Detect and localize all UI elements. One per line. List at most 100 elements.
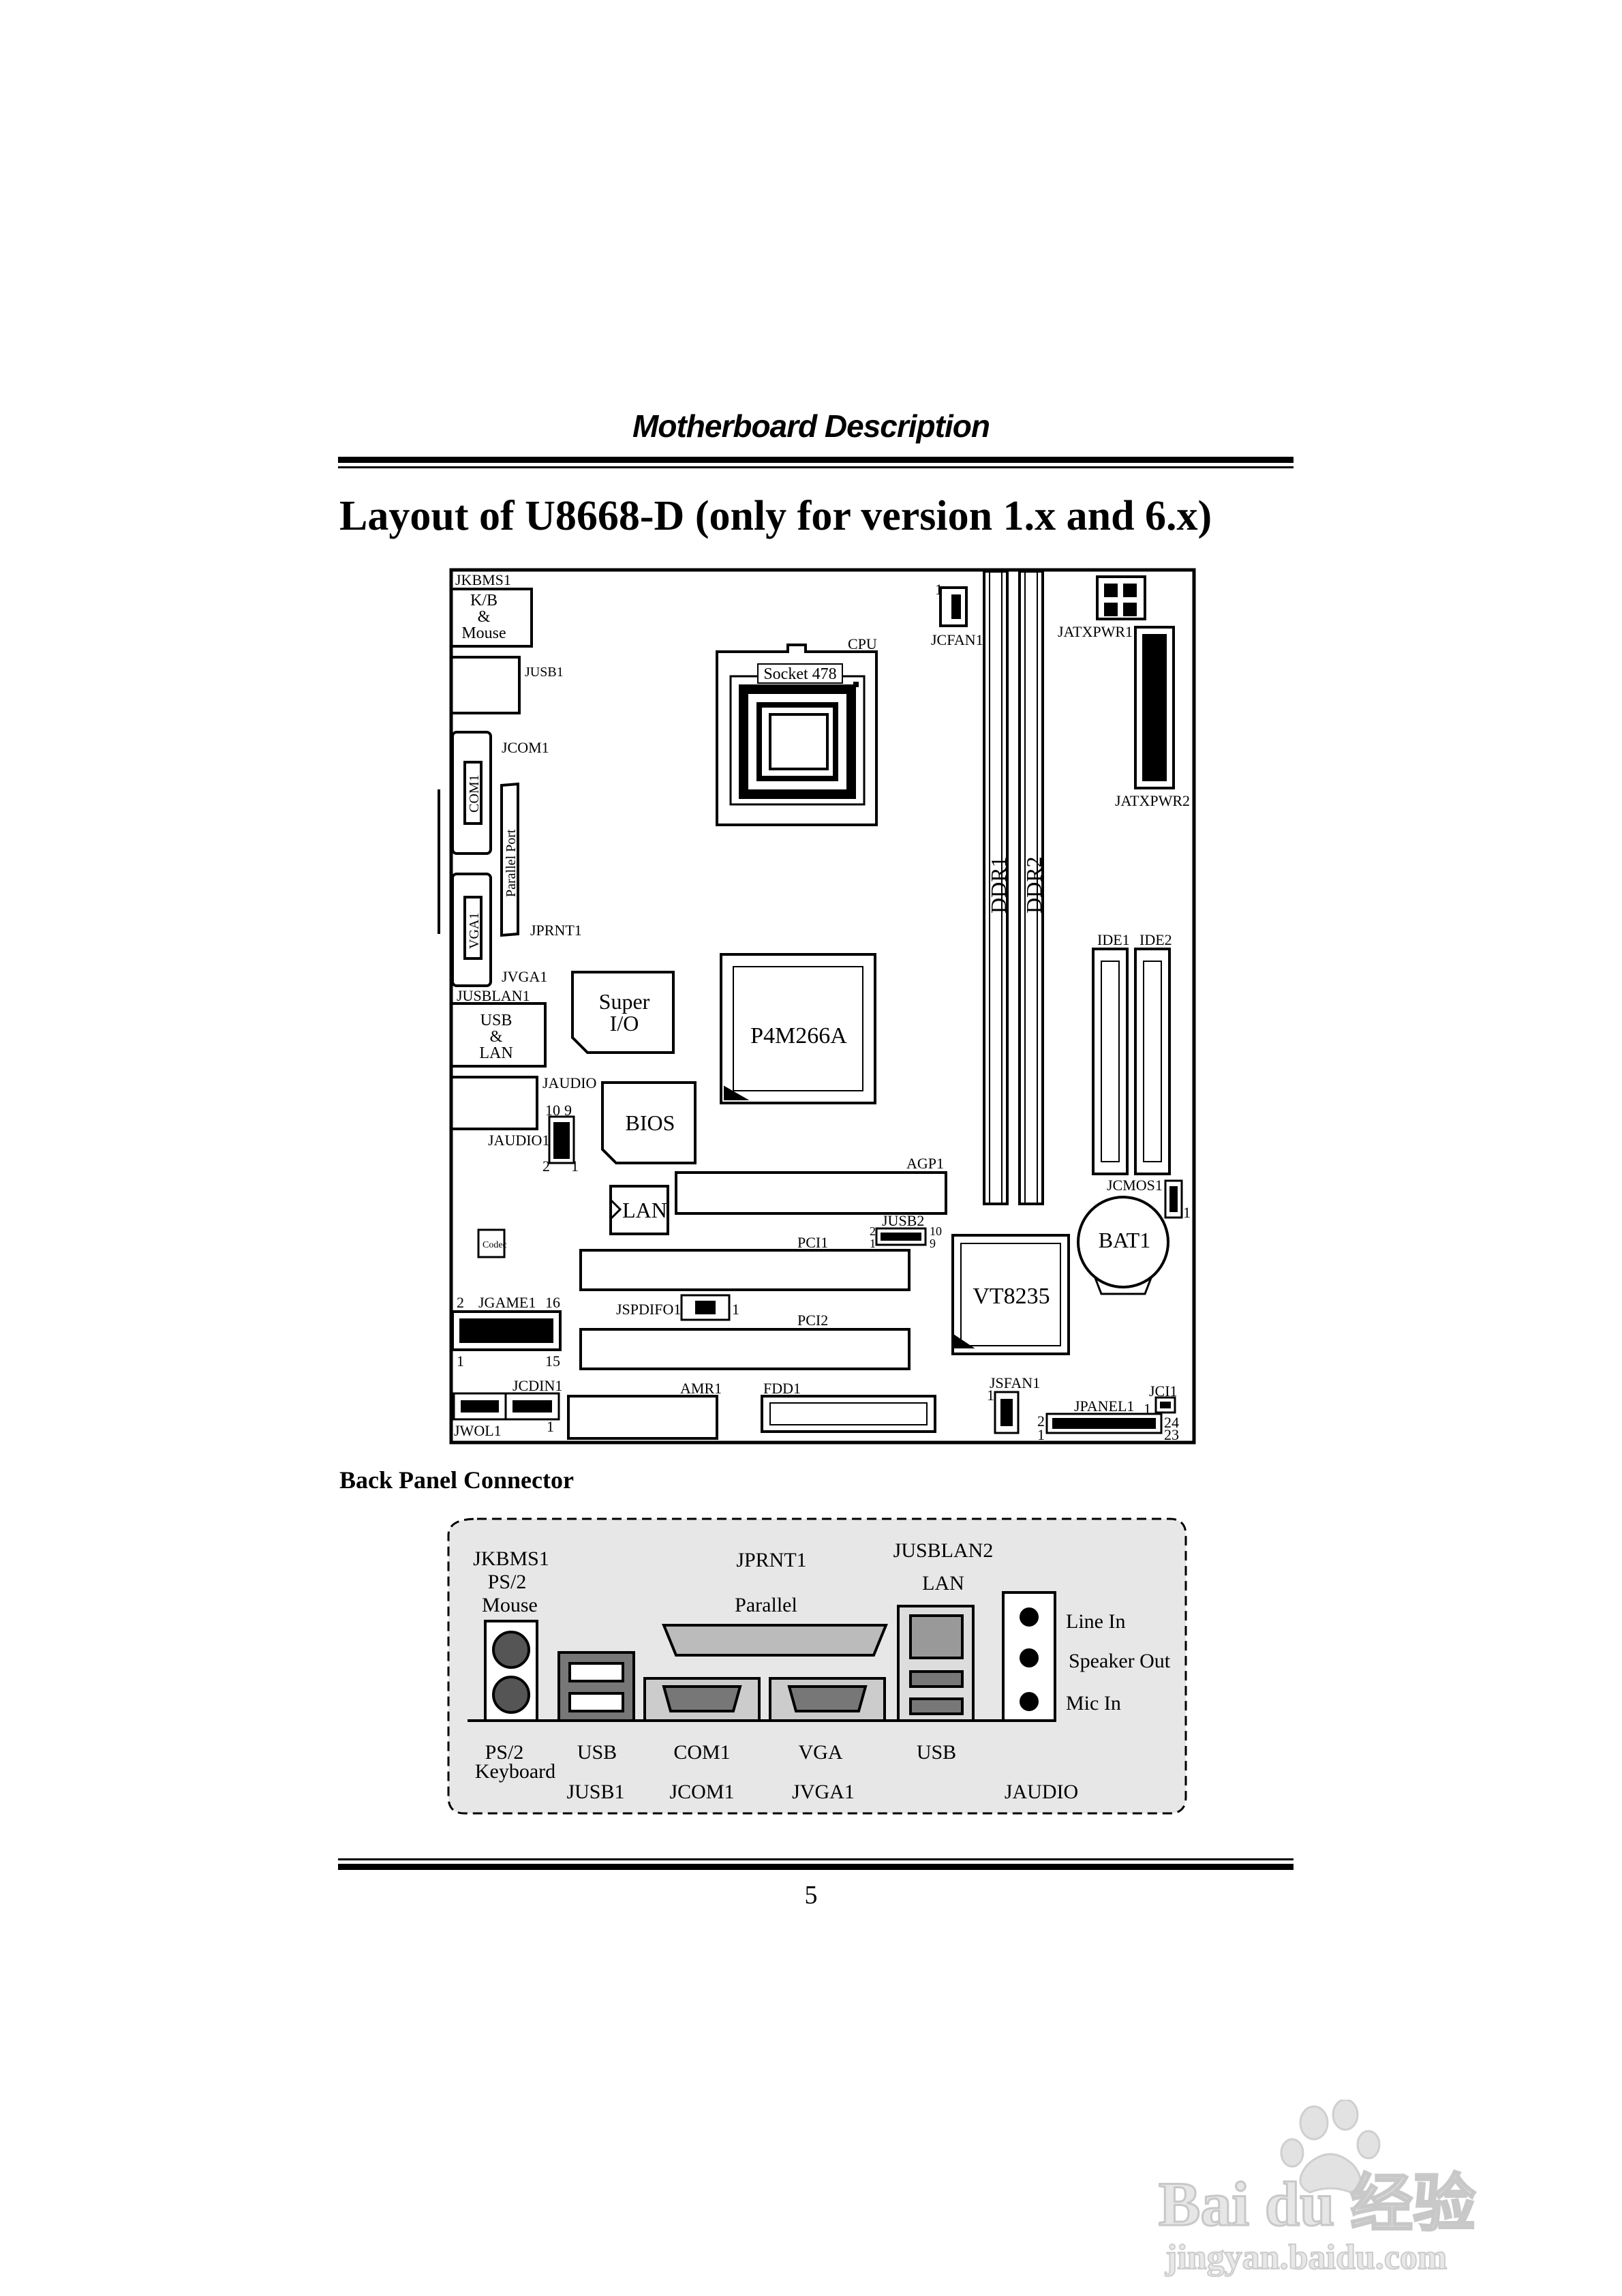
bp-jvga1-label: JVGA1	[792, 1781, 855, 1803]
ddr1-label: DDR1	[986, 856, 1011, 913]
jsfan1-header	[994, 1391, 1020, 1434]
parallel-port	[500, 782, 519, 937]
pci1-label: PCI1	[797, 1234, 828, 1251]
amr1-label: AMR1	[680, 1380, 722, 1397]
jpanel1-label: JPANEL1	[1074, 1398, 1134, 1415]
svg-text:15: 15	[545, 1353, 560, 1370]
jvga1-label: JVGA1	[502, 968, 547, 985]
amr1-slot	[567, 1395, 718, 1440]
bp-com1-label: COM1	[673, 1741, 730, 1764]
ide1-label: IDE1	[1097, 931, 1130, 948]
footer-rule-thin	[338, 1858, 1294, 1860]
vga1-port-inner	[463, 896, 483, 960]
speaker-out-jack	[1020, 1648, 1039, 1667]
com1-port	[451, 731, 492, 855]
back-panel-title: Back Panel Connector	[339, 1466, 574, 1494]
svg-text:23: 23	[1164, 1426, 1179, 1443]
com1-label: COM1	[467, 774, 482, 813]
jci1-header	[1154, 1396, 1176, 1414]
fdd1-label: FDD1	[763, 1380, 801, 1397]
usb-lan-block	[450, 1002, 547, 1068]
svg-text:1: 1	[571, 1158, 579, 1175]
socket-label: Socket 478	[763, 665, 836, 683]
vt8235-chip	[951, 1234, 1070, 1355]
svg-text:24: 24	[1164, 1414, 1179, 1431]
bp-speaker-out-label: Speaker Out	[1069, 1650, 1171, 1672]
p4m266a-label: P4M266A	[750, 1023, 847, 1048]
p4m266a-chip	[720, 953, 876, 1104]
svg-text:9: 9	[930, 1237, 936, 1250]
pci2-slot	[579, 1328, 911, 1370]
bios-label: BIOS	[626, 1111, 675, 1135]
header-title: Motherboard Description	[632, 408, 990, 444]
cpu-pins	[739, 684, 856, 799]
jwol1-label: JWOL1	[454, 1422, 502, 1439]
bios-chip	[601, 1081, 697, 1164]
vt8235-label: VT8235	[973, 1284, 1050, 1309]
svg-text:&: &	[478, 608, 491, 626]
page-number: 5	[804, 1881, 818, 1909]
svg-text:&: &	[490, 1028, 503, 1046]
cpu-die	[769, 713, 829, 770]
jatxpwr2-label: JATXPWR2	[1115, 792, 1190, 809]
svg-text:jingyan.baidu.com: jingyan.baidu.com	[1165, 2238, 1447, 2277]
jkbms1-label: JKBMS1	[455, 571, 511, 588]
jgame1-label: JGAME1	[478, 1294, 536, 1311]
bp-vga-label: VGA	[799, 1741, 843, 1764]
jcdin1-header	[504, 1392, 560, 1421]
super-io-label: Super	[599, 989, 650, 1014]
svg-text:USB: USB	[480, 1012, 512, 1029]
super-io-chip	[571, 971, 675, 1054]
header-rule-thin	[338, 466, 1294, 468]
header-rule-thick	[338, 457, 1294, 463]
bp-parallel-label: Parallel	[735, 1594, 797, 1616]
jgame1-header	[451, 1310, 562, 1351]
bp-jaudio-label: JAUDIO	[1005, 1781, 1078, 1803]
svg-text:1: 1	[870, 1237, 876, 1250]
svg-text:1: 1	[1183, 1204, 1191, 1221]
jatxpwr1-label: JATXPWR1	[1058, 623, 1133, 640]
baidu-watermark: Bai du 经验 jingyan.baidu.com	[1152, 2098, 1533, 2278]
lan-chip-label: LAN	[622, 1198, 667, 1222]
jcfan1-label: JCFAN1	[931, 631, 983, 648]
bp-jcom1-label: JCOM1	[669, 1781, 734, 1803]
svg-text:2: 2	[1037, 1413, 1045, 1430]
bp-lan-label: LAN	[922, 1572, 964, 1595]
jusb2-label: JUSB2	[882, 1212, 924, 1229]
bp-jprnt1-label: JPRNT1	[736, 1549, 806, 1571]
bp-line-in-label: Line In	[1066, 1610, 1125, 1633]
svg-text:1: 1	[547, 1418, 554, 1435]
ide2-label: IDE2	[1139, 931, 1172, 948]
codec-label: Codec	[483, 1240, 507, 1250]
ddr2-label: DDR2	[1022, 856, 1046, 913]
parallel-port-back	[662, 1624, 888, 1657]
jusb2-header	[875, 1227, 927, 1246]
mic-in-jack	[1020, 1692, 1039, 1711]
bat1-battery	[1077, 1196, 1169, 1288]
svg-text:2: 2	[457, 1294, 464, 1311]
jcfan1-header	[939, 586, 968, 627]
kb-mouse-block	[450, 588, 533, 648]
svg-text:1: 1	[457, 1353, 464, 1370]
svg-text:2: 2	[542, 1158, 550, 1175]
svg-text:1: 1	[732, 1301, 739, 1318]
svg-text:1: 1	[1037, 1426, 1045, 1443]
jprnt1-label: JPRNT1	[530, 922, 582, 939]
bp-jkbms1-label: JKBMS1	[473, 1547, 549, 1570]
jspdifo1-label: JSPDIFO1	[616, 1301, 681, 1318]
svg-text:16: 16	[545, 1294, 560, 1311]
svg-text:1: 1	[987, 1387, 994, 1404]
jcom1-label: JCOM1	[502, 739, 549, 756]
jcmos1-label: JCMOS1	[1107, 1177, 1163, 1194]
paw-logo-icon: Bai du 经验 jingyan.baidu.com	[1158, 2098, 1477, 2278]
svg-text:Keyboard: Keyboard	[475, 1760, 555, 1783]
bat1-label: BAT1	[1099, 1228, 1150, 1252]
svg-text:K/B: K/B	[470, 592, 498, 609]
ps2-keyboard-port	[492, 1676, 530, 1714]
fdd1-connector	[761, 1395, 936, 1433]
bp-mic-in-label: Mic In	[1066, 1692, 1121, 1715]
codec-chip	[477, 1228, 506, 1258]
jcmos1-header	[1164, 1179, 1183, 1219]
